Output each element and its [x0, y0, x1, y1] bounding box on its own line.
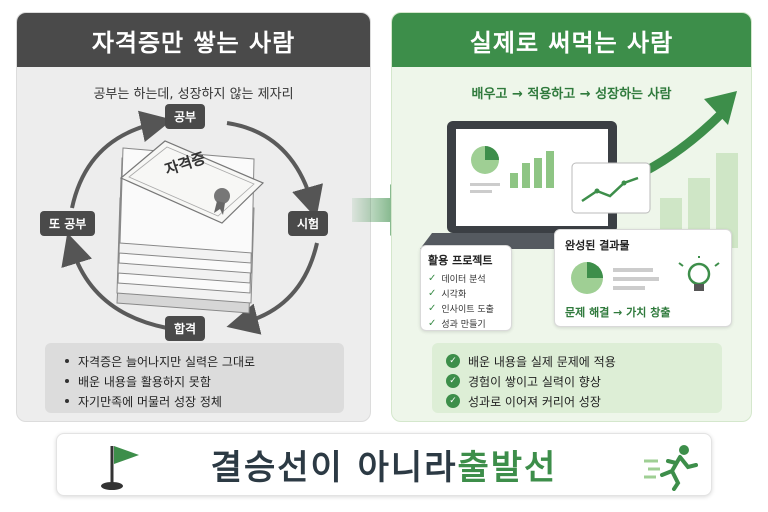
- check-icon: ✓: [446, 374, 460, 388]
- cycle-diagram: 자격증: [61, 110, 323, 335]
- lightbulb-icon: [678, 256, 720, 291]
- flag-icon: [101, 446, 139, 490]
- list-item: ✓경험이 쌓이고 실력이 향상: [446, 371, 708, 391]
- check-icon: ✓: [428, 273, 437, 284]
- list-item: 배운 내용을 활용하지 못함: [59, 371, 330, 391]
- left-panel-subtitle: 공부는 하는데, 성장하지 않는 제자리: [93, 87, 294, 102]
- running-person-icon: [644, 445, 698, 491]
- right-panel-subtitle: 배우고 → 적용하고 → 성장하는 사람: [471, 87, 672, 102]
- right-panel: 실제로 써먹는 사람 배우고 → 적용하고 → 성장하는 사람: [391, 12, 752, 422]
- banner-message: 결승선이 아니라 출발선: [57, 434, 711, 495]
- banner-text-part1: 결승선이 아니라: [210, 448, 458, 488]
- cycle-step-pass: 합격: [165, 316, 206, 341]
- check-icon: ✓: [446, 394, 460, 408]
- list-item: ✓배운 내용을 실제 문제에 적용: [446, 351, 708, 371]
- cycle-step-study-again: 또 공부: [40, 211, 96, 236]
- check-icon: ✓: [428, 288, 437, 299]
- result-card-title: 완성된 결과물: [565, 239, 630, 252]
- list-item: ✓시각화: [428, 288, 467, 300]
- result-card-caption: 문제 해결 → 가치 창출: [565, 306, 671, 319]
- project-card-title: 활용 프로젝트: [428, 254, 493, 267]
- growth-illustration: [420, 91, 738, 249]
- right-panel-title: 실제로 써먹는 사람: [392, 13, 751, 67]
- list-item: 자기만족에 머물러 성장 정체: [59, 391, 330, 411]
- cycle-arrow-bottom-right: [226, 242, 319, 335]
- left-panel: 자격증만 쌓는 사람 공부는 하는데, 성장하지 않는 제자리: [16, 12, 371, 422]
- right-bullet-list: ✓배운 내용을 실제 문제에 적용 ✓경험이 쌓이고 실력이 향상 ✓성과로 이…: [432, 343, 722, 413]
- project-card: 활용 프로젝트 ✓데이터 분석 ✓시각화 ✓인사이트 도출 ✓성과 만들기: [420, 245, 512, 331]
- cycle-arrow-top-left: [70, 110, 173, 209]
- result-card: 완성된 결과물 문제 해결 → 가치 창출: [554, 229, 732, 327]
- list-item: ✓성과 만들기: [428, 318, 486, 330]
- list-item: ✓성과로 이어져 커리어 성장: [446, 391, 708, 411]
- cycle-arrow-top-right: [226, 121, 323, 219]
- check-icon: ✓: [446, 354, 460, 368]
- certificate-stack-icon: [116, 140, 265, 314]
- banner-text-part2: 출발선: [457, 448, 558, 488]
- cycle-arrow-bottom-left: [61, 232, 168, 330]
- left-panel-title: 자격증만 쌓는 사람: [17, 13, 370, 67]
- cycle-step-study: 공부: [165, 104, 206, 129]
- left-bullet-list: 자격증은 늘어나지만 실력은 그대로 배운 내용을 활용하지 못함 자기만족에 …: [45, 343, 344, 413]
- list-item: 자격증은 늘어나지만 실력은 그대로: [59, 351, 330, 371]
- check-icon: ✓: [428, 318, 437, 329]
- list-item: ✓인사이트 도출: [428, 303, 494, 315]
- check-icon: ✓: [428, 303, 437, 314]
- cycle-step-exam: 시험: [288, 211, 329, 236]
- line-chart-card: [571, 162, 651, 214]
- bottom-banner: 결승선이 아니라 출발선: [56, 433, 712, 496]
- list-item: ✓데이터 분석: [428, 273, 486, 285]
- result-visual: [571, 256, 720, 294]
